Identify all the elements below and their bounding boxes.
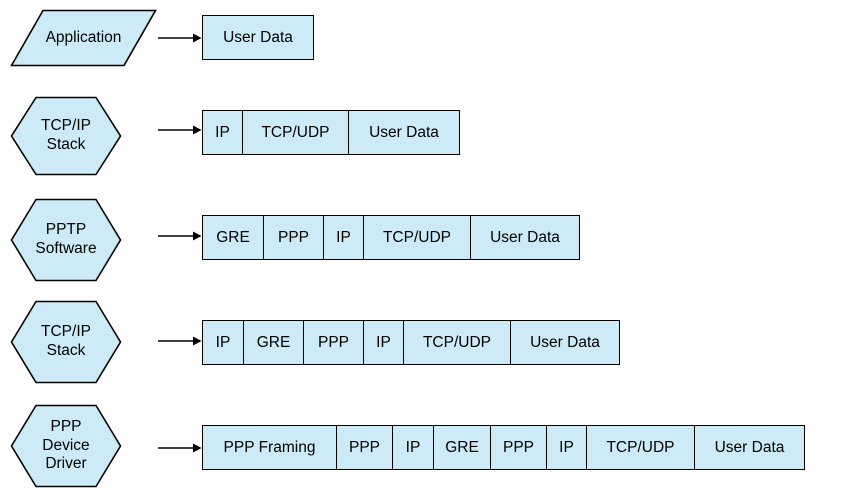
packet-field: User Data [695, 426, 804, 469]
packet-field: GRE [244, 321, 304, 364]
flow-arrow-icon-tcp-ip-stack-1 [158, 125, 202, 135]
flow-arrow-icon-pptp-software [158, 231, 202, 241]
packet-field: IP [203, 111, 243, 154]
packet-field: User Data [349, 111, 459, 154]
packet-field: IP [547, 426, 587, 469]
flow-arrow-icon-application [158, 33, 202, 43]
packet-field: User Data [471, 216, 579, 259]
packet-strip-application: User Data [202, 15, 314, 60]
packet-field: PPP [337, 426, 393, 469]
packet-field: IP [203, 321, 244, 364]
packet-field: User Data [203, 16, 313, 59]
packet-field: User Data [511, 321, 619, 364]
packet-field: TCP/UDP [243, 111, 349, 154]
packet-field: TCP/UDP [587, 426, 695, 469]
layer-shape-application: Application [10, 9, 157, 67]
packet-field: PPP [304, 321, 364, 364]
packet-field: PPP [264, 216, 324, 259]
packet-field: PPP [491, 426, 547, 469]
flow-arrow-icon-ppp-device-driver [158, 443, 202, 453]
packet-field: IP [364, 321, 404, 364]
flow-arrow-icon-tcp-ip-stack-2 [158, 336, 202, 346]
packet-field: PPP Framing [203, 426, 337, 469]
packet-field: IP [393, 426, 434, 469]
packet-field: TCP/UDP [364, 216, 471, 259]
packet-field: TCP/UDP [404, 321, 511, 364]
packet-field: IP [324, 216, 364, 259]
packet-field: GRE [434, 426, 491, 469]
packet-field: GRE [203, 216, 264, 259]
